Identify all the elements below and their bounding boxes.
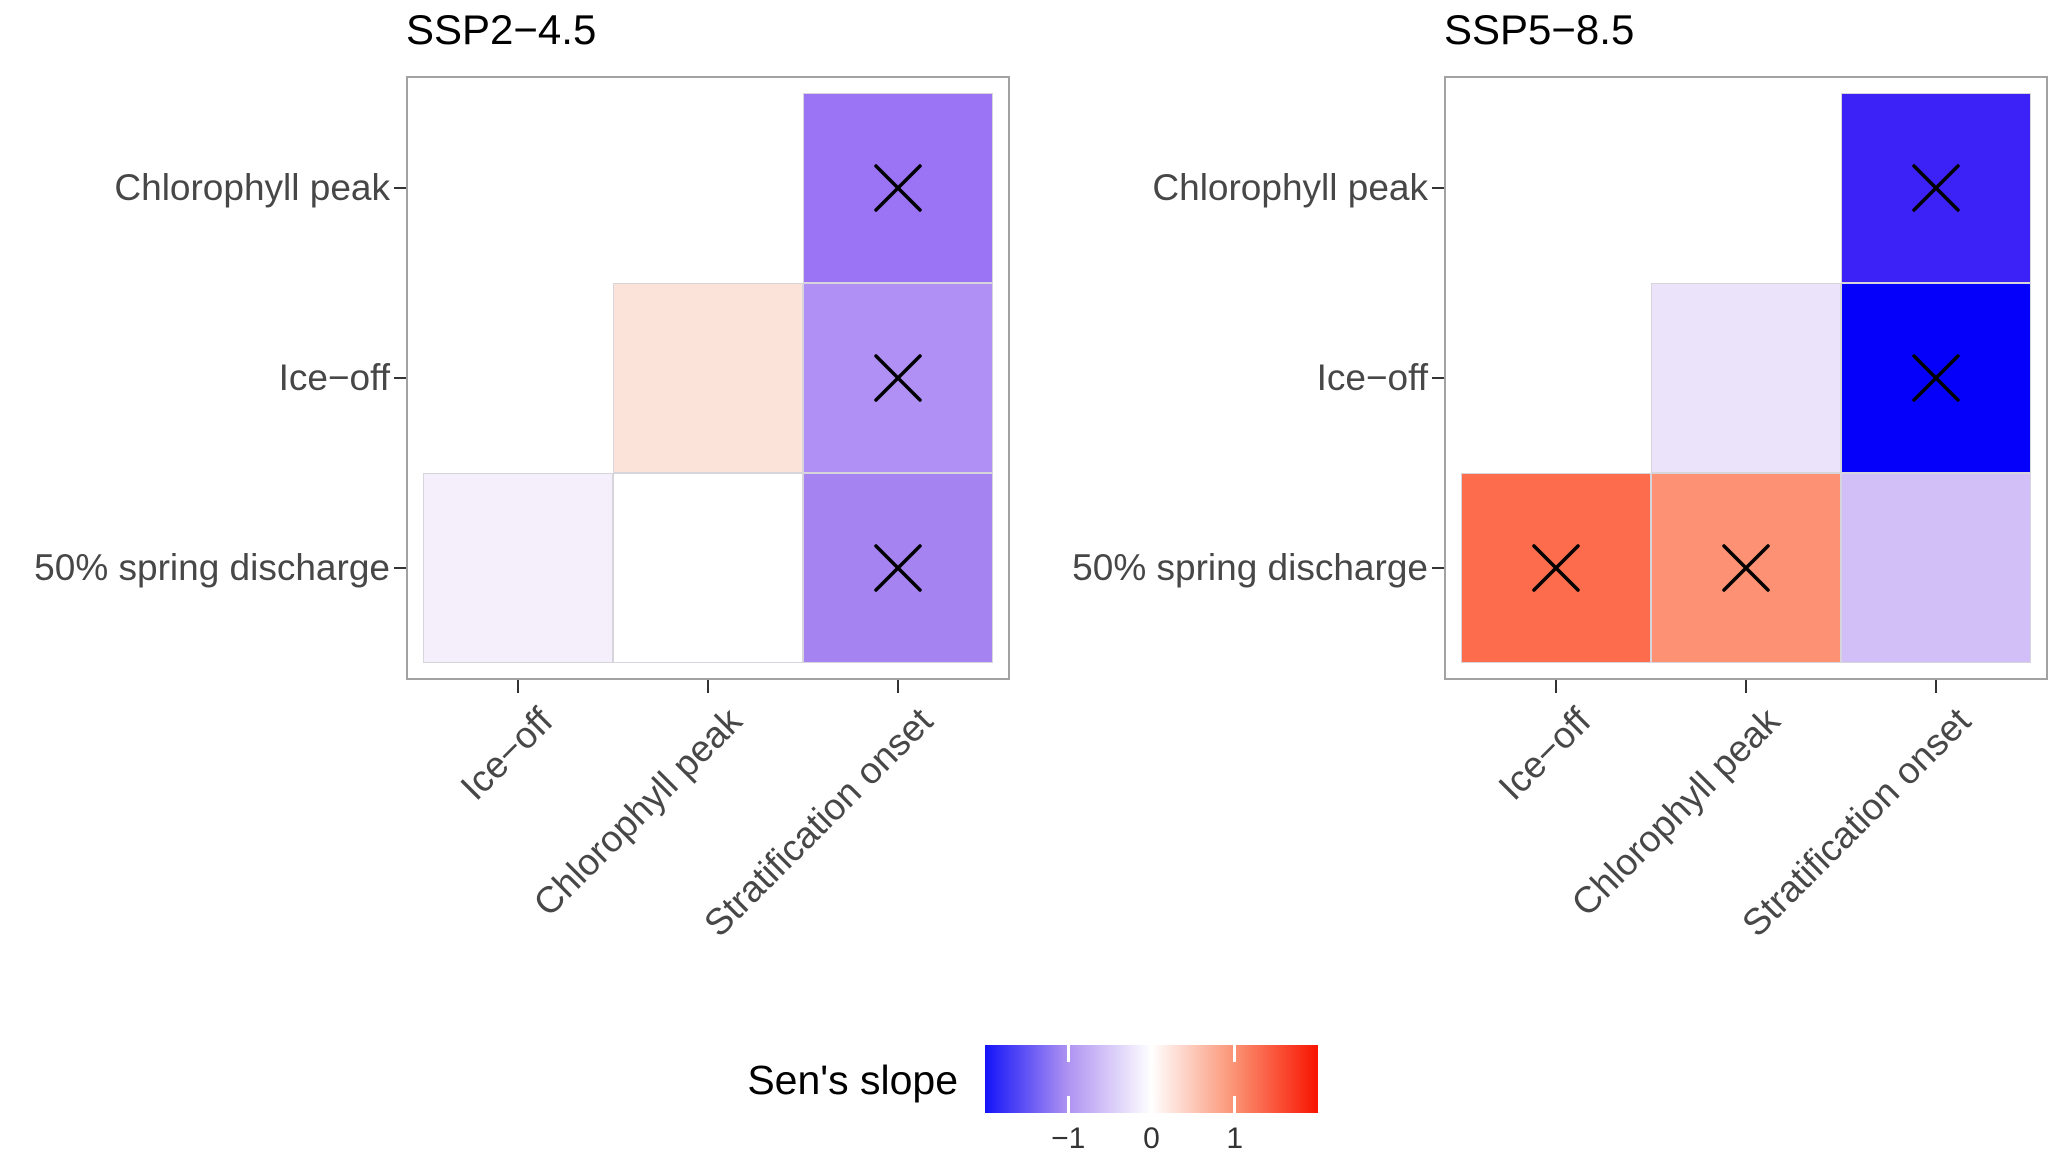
x-axis-label: Ice−off xyxy=(452,700,560,808)
heatmap-cell xyxy=(613,473,803,663)
significance-x-icon xyxy=(1721,543,1771,598)
legend-title: Sen's slope xyxy=(747,1057,958,1103)
y-axis-label: Ice−off xyxy=(278,357,390,398)
panel-title-ssp585: SSP5−8.5 xyxy=(1444,6,1635,53)
colorbar-tick-label: −1 xyxy=(1051,1122,1086,1155)
colorbar-tick xyxy=(1066,1096,1070,1113)
y-axis-tick xyxy=(394,187,406,190)
y-axis-label: 50% spring discharge xyxy=(34,547,390,588)
x-axis-tick xyxy=(897,680,900,693)
colorbar-tick xyxy=(1233,1045,1237,1062)
x-axis-label: Ice−off xyxy=(1490,700,1598,808)
significance-x-icon xyxy=(1911,163,1961,218)
significance-x-icon xyxy=(1911,353,1961,408)
y-axis-tick xyxy=(1432,187,1444,190)
colorbar-tick xyxy=(1233,1096,1237,1113)
significance-x-icon xyxy=(873,163,923,218)
x-axis-tick xyxy=(517,680,520,693)
colorbar-tick-label: 0 xyxy=(1143,1122,1160,1155)
x-axis-tick xyxy=(1935,680,1938,693)
x-axis-tick xyxy=(1555,680,1558,693)
heatmap-cell xyxy=(1651,283,1841,473)
heatmap-panel-ssp245 xyxy=(406,76,1010,680)
heatmap-panel-ssp585 xyxy=(1444,76,2048,680)
x-axis-label: Chlorophyll peak xyxy=(1564,700,1788,924)
colorbar-tick xyxy=(1150,1045,1153,1062)
colorbar-tick-label: 1 xyxy=(1226,1122,1244,1155)
significance-x-icon xyxy=(873,543,923,598)
x-axis-label: Chlorophyll peak xyxy=(526,700,750,924)
y-axis-tick xyxy=(394,567,406,570)
y-axis-label: 50% spring discharge xyxy=(1072,547,1428,588)
significance-x-icon xyxy=(1531,543,1581,598)
heatmap-cell xyxy=(613,283,803,473)
significance-x-icon xyxy=(873,353,923,408)
heatmap-cell xyxy=(1841,473,2031,663)
x-axis-tick xyxy=(1745,680,1748,693)
colorbar-tick xyxy=(1066,1045,1070,1062)
y-axis-tick xyxy=(1432,567,1444,570)
y-axis-label: Ice−off xyxy=(1316,357,1428,398)
colorbar-tick xyxy=(1150,1096,1153,1113)
y-axis-tick xyxy=(394,377,406,380)
y-axis-label: Chlorophyll peak xyxy=(114,167,390,208)
y-axis-label: Chlorophyll peak xyxy=(1152,167,1428,208)
x-axis-tick xyxy=(707,680,710,693)
panel-title-ssp245: SSP2−4.5 xyxy=(406,6,597,53)
heatmap-cell xyxy=(423,473,613,663)
y-axis-tick xyxy=(1432,377,1444,380)
